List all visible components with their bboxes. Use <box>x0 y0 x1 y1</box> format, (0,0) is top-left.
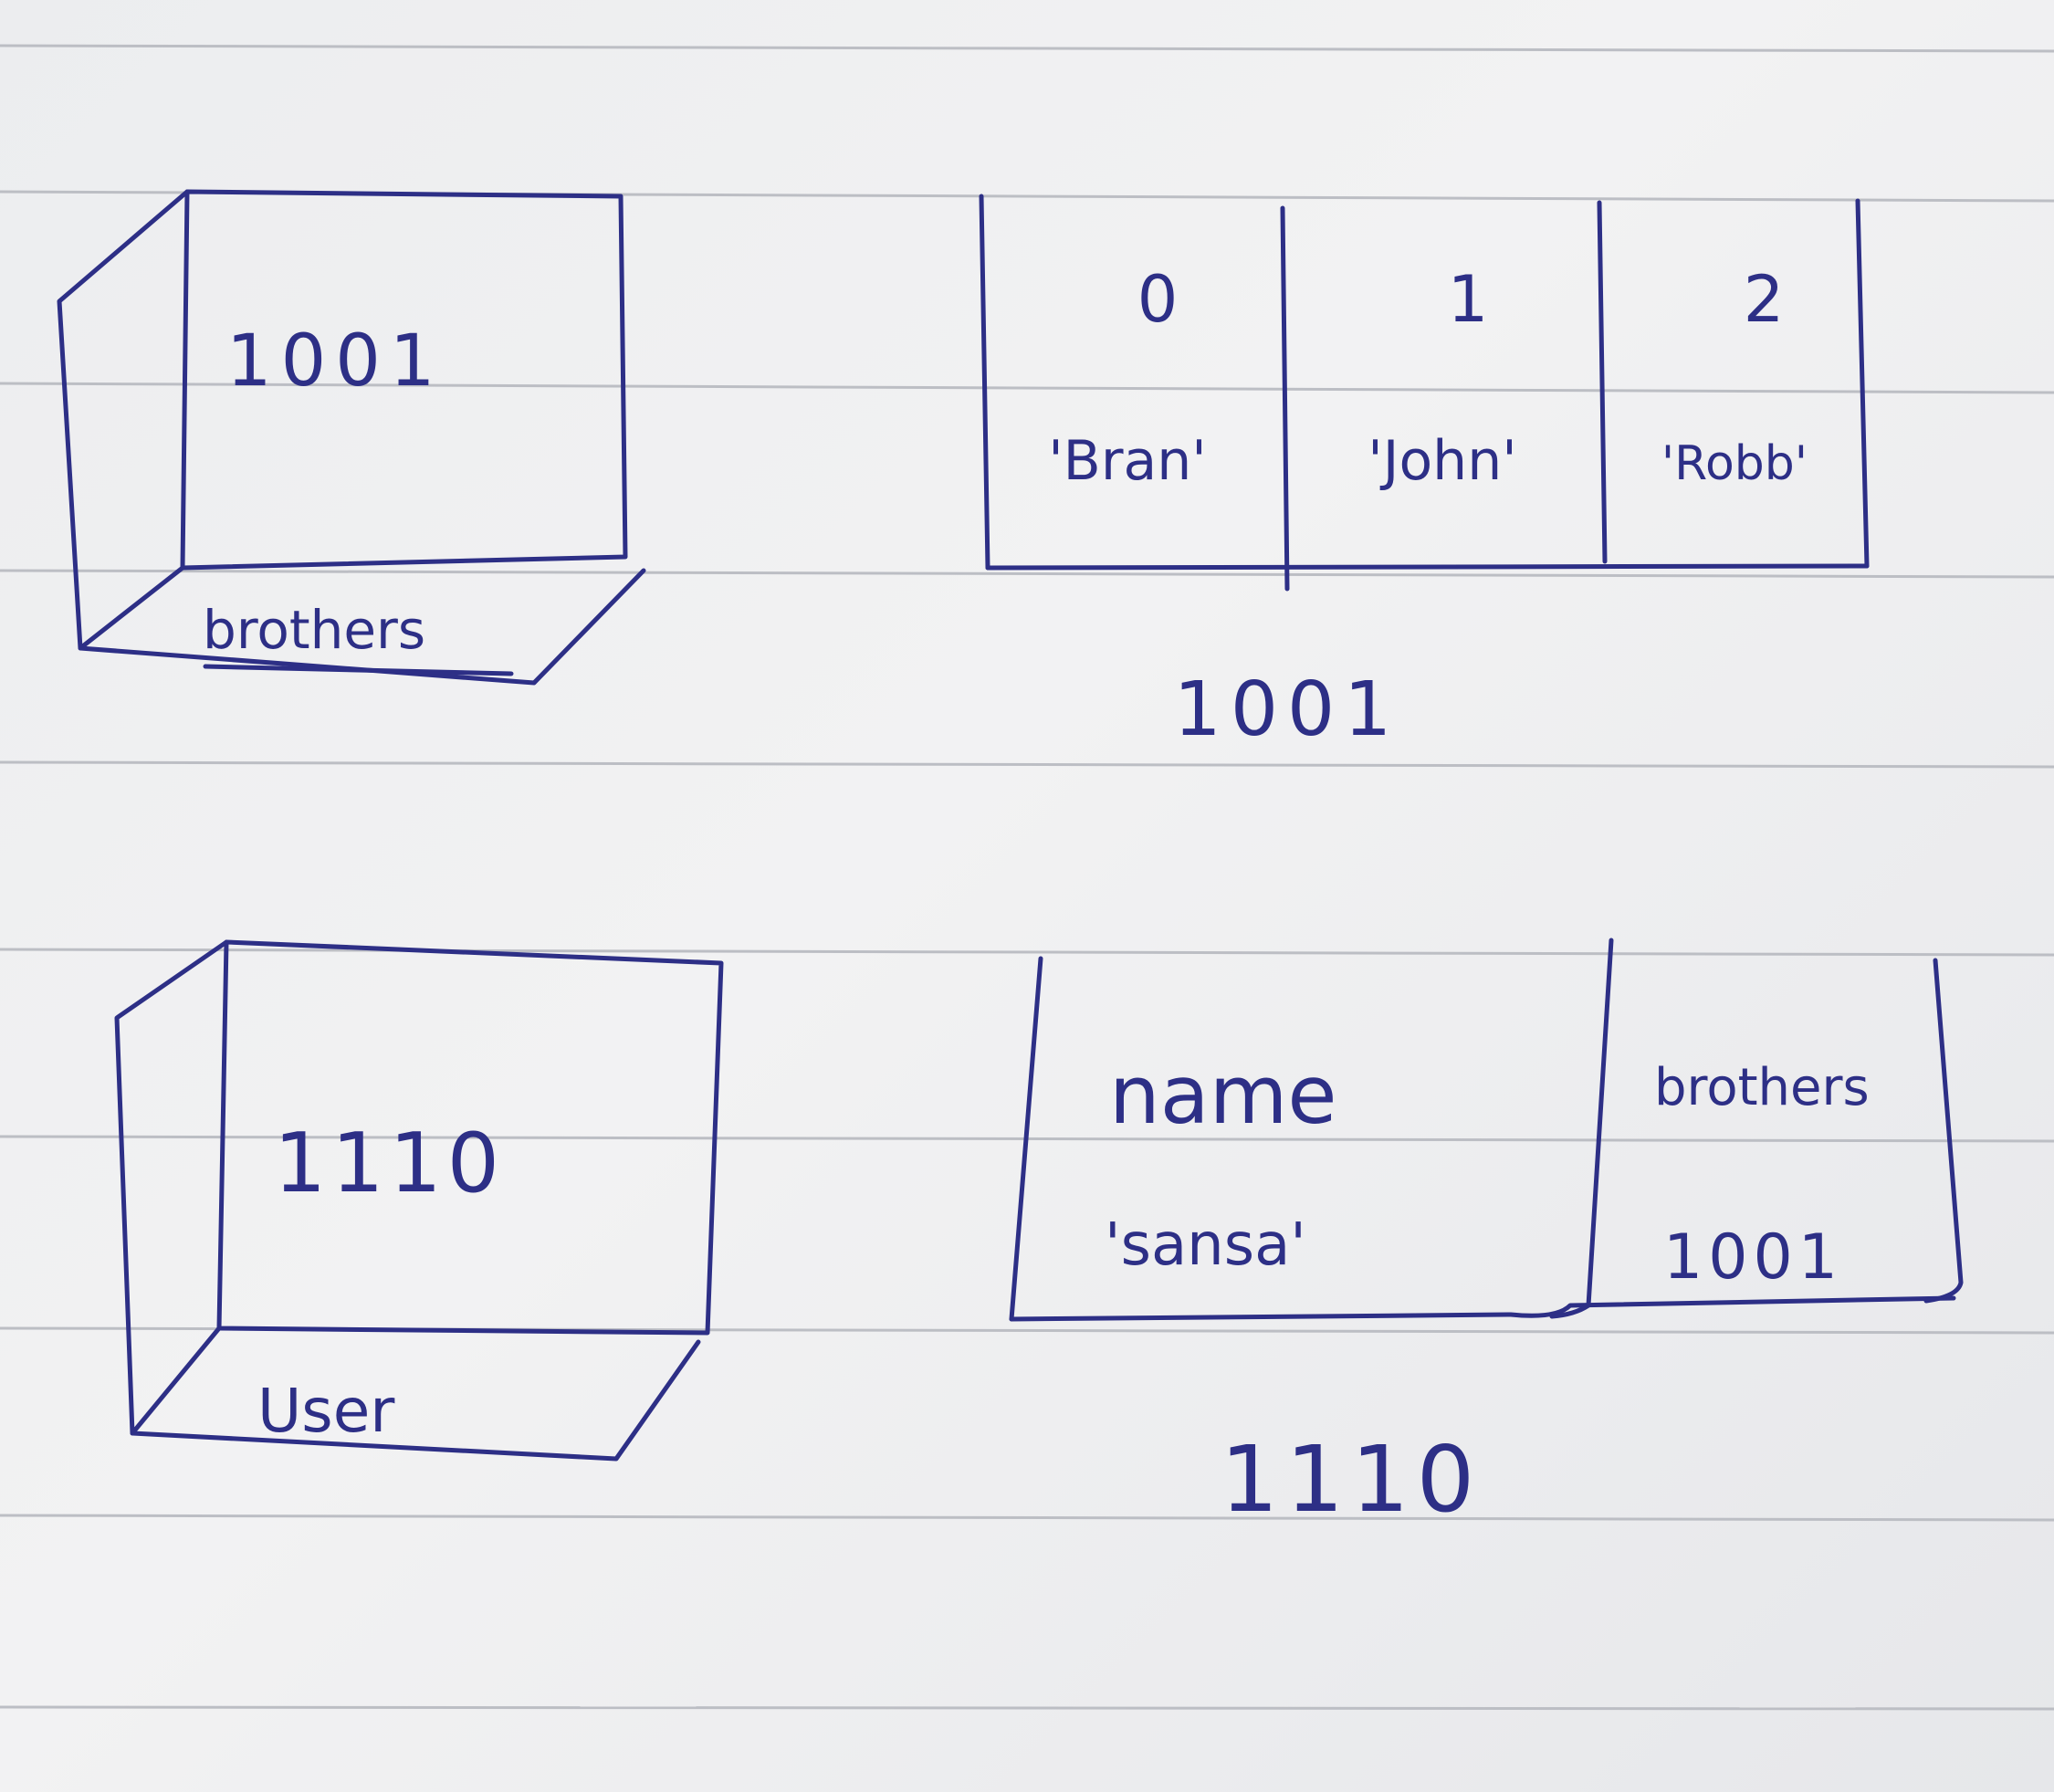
variable-box-user: 1110 User <box>114 939 724 1462</box>
array-address-label: 1001 <box>1174 666 1401 753</box>
array-element: 'John' <box>1368 429 1516 493</box>
object-floor <box>1009 1295 1956 1322</box>
box-front-face <box>180 189 628 571</box>
array-right-wall <box>1855 198 1870 569</box>
variable-box-brothers: 1001 brothers <box>57 189 646 686</box>
label-underline <box>203 664 514 676</box>
object-value: 1001 <box>1663 1221 1843 1294</box>
array-index: 2 <box>1744 262 1785 337</box>
variable-name-label: brothers <box>203 599 425 661</box>
box-side-face <box>57 189 190 651</box>
box-bottom-face <box>130 1339 701 1462</box>
heap-array: 0 1 2 'Bran' 'John' 'Robb' 1001 <box>979 194 1870 753</box>
array-element: 'Bran' <box>1048 429 1207 493</box>
object-value: 'sansa' <box>1105 1211 1306 1279</box>
object-key: name <box>1109 1048 1337 1142</box>
variable-address-value: 1110 <box>274 1116 505 1211</box>
box-front-face <box>216 939 724 1336</box>
array-index: 0 <box>1137 262 1179 337</box>
array-divider-2 <box>1597 200 1608 564</box>
array-floor <box>985 563 1870 571</box>
object-divider <box>1549 938 1614 1319</box>
object-address-label: 1110 <box>1221 1426 1483 1533</box>
object-left-wall <box>1009 956 1043 1322</box>
array-left-wall <box>979 194 990 571</box>
object-key: brothers <box>1654 1058 1870 1117</box>
array-element: 'Robb' <box>1661 436 1808 491</box>
box-bottom-face <box>78 568 646 686</box>
variable-name-label: User <box>257 1376 395 1446</box>
array-divider-1 <box>1280 205 1290 592</box>
object-right-wall <box>1923 958 1964 1304</box>
box-side-face <box>114 939 229 1436</box>
heap-object: name 'sansa' brothers 1001 1110 <box>1009 938 1964 1533</box>
variable-address-value: 1001 <box>226 320 445 403</box>
array-index: 1 <box>1448 262 1489 337</box>
